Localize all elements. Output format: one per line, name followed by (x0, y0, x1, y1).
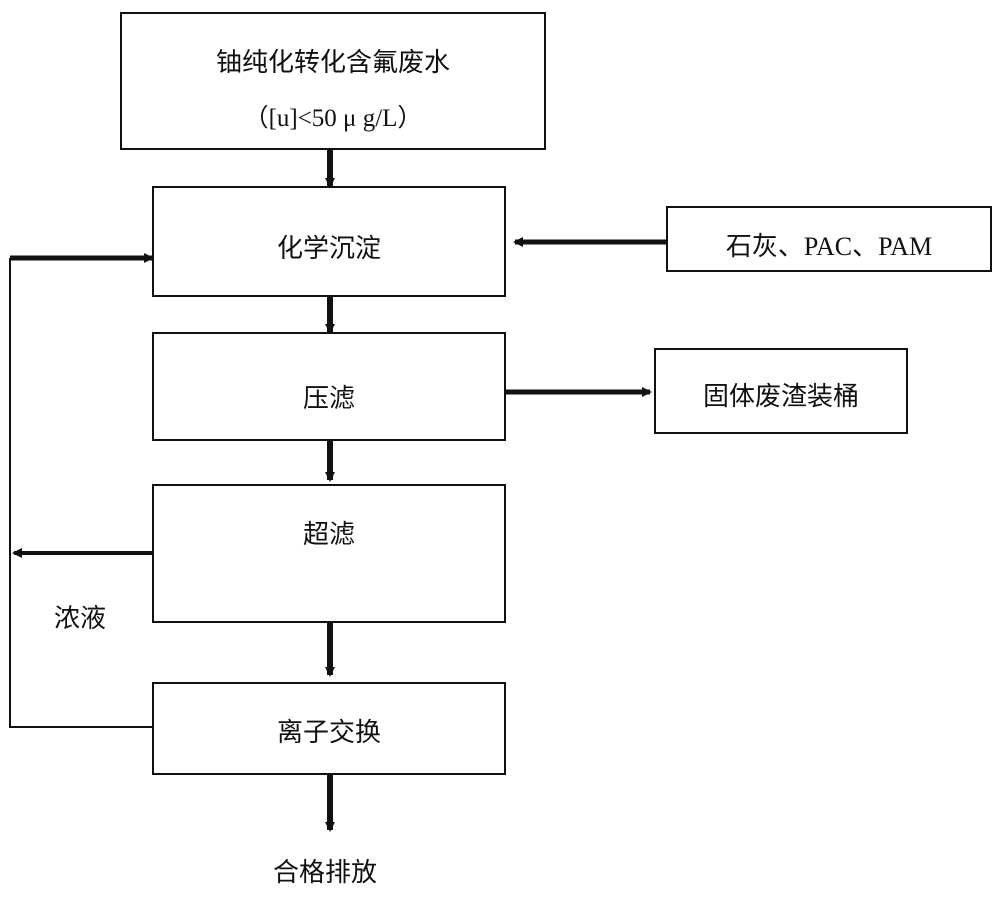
ion-exchange-label: 离子交换 (276, 718, 381, 748)
solid-waste-label: 固体废渣装桶 (702, 382, 859, 412)
source-wastewater-box: 铀纯化转化含氟废水 （[u]<50 μ g/L） (120, 12, 546, 150)
discharge-label: 合格排放 (273, 858, 378, 888)
ion-exchange-box: 离子交换 (152, 682, 506, 775)
ultrafiltration-box: 超滤 (152, 484, 506, 623)
press-filter-box: 压滤 (152, 332, 506, 441)
reagents-box: 石灰、PAC、PAM (666, 206, 992, 272)
press-filter-label: 压滤 (302, 384, 355, 414)
source-title: 铀纯化转化含氟废水 (215, 48, 450, 78)
concentrate-label: 浓液 (54, 604, 107, 634)
source-condition: （[u]<50 μ g/L） (243, 105, 423, 132)
recycle-loop-line (9, 258, 155, 728)
ultrafiltration-label: 超滤 (302, 520, 355, 550)
chemical-precipitation-box: 化学沉淀 (152, 186, 506, 297)
chemical-precipitation-label: 化学沉淀 (276, 234, 381, 264)
solid-waste-box: 固体废渣装桶 (654, 348, 908, 434)
reagents-label: 石灰、PAC、PAM (725, 232, 933, 261)
